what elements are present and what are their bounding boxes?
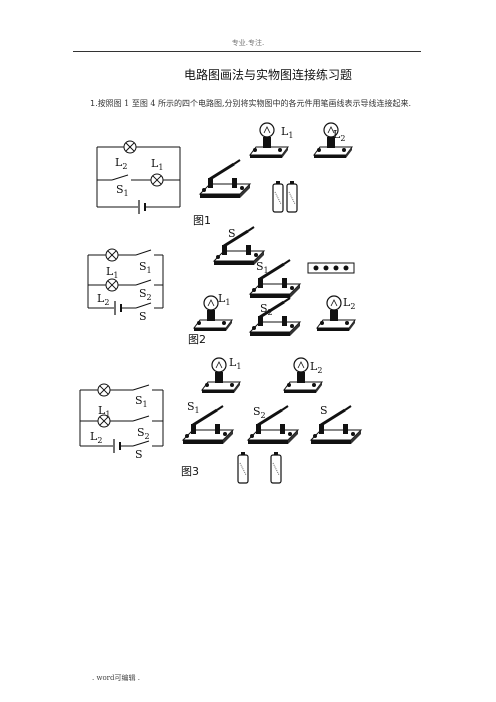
fig3-obj-label-l2: L2 [310, 360, 322, 375]
instruction-paragraph: 1.按照图 1 至图 4 所示的四个电路图,分别将实物图中的各元件用笔画线表示导… [78, 92, 423, 116]
fig1-knife-switch [198, 158, 252, 200]
fig2-switch-s2 [248, 296, 302, 338]
fig1-obj-label-l1: L1 [281, 125, 293, 140]
figure-1-schematic [96, 146, 181, 214]
page-footer: . word可编辑 . [92, 674, 140, 682]
fig2-lamp-l2-symbol [105, 278, 119, 292]
header-divider [73, 51, 421, 52]
fig3-battery-2 [270, 451, 282, 484]
fig1-label-s1: S1 [116, 183, 129, 198]
fig3-label-s1: S1 [135, 394, 148, 409]
figure-3-schematic [79, 384, 164, 453]
fig3-label-s: S [135, 448, 143, 461]
fig2-obj-label-s: S [228, 227, 236, 240]
fig2-label-s2: S2 [139, 287, 152, 302]
fig3-label-l1: L1 [98, 404, 110, 419]
fig2-label-s: S [139, 310, 147, 323]
fig1-lamp-l2-symbol [123, 140, 137, 154]
fig1-label-l2: L2 [115, 156, 127, 171]
fig1-label-l1: L1 [151, 157, 163, 172]
fig2-obj-label-s2: S2 [260, 302, 273, 317]
fig1-battery-1 [272, 180, 284, 213]
fig2-caption: 图2 [188, 333, 206, 346]
fig2-obj-label-s1: S1 [256, 260, 269, 275]
fig3-obj-label-s: S [320, 404, 328, 417]
fig1-battery-2 [286, 180, 298, 213]
instruction-number: 1. [90, 99, 98, 108]
fig2-obj-label-l2: L2 [343, 296, 355, 311]
fig1-caption: 图1 [193, 214, 211, 227]
fig3-battery-1 [237, 451, 249, 484]
instruction-text: 按照图 1 至图 4 所示的四个电路图,分别将实物图中的各元件用笔画线表示导线连… [97, 99, 412, 108]
fig2-label-s1: S1 [139, 260, 152, 275]
fig2-lamp-l1-symbol [105, 248, 119, 262]
fig1-lamp-l1-symbol [150, 173, 164, 187]
fig1-obj-label-l2: L2 [333, 128, 345, 143]
fig2-battery-box [307, 262, 355, 274]
fig3-obj-label-s2: S2 [253, 405, 266, 420]
fig3-lamp-l1-symbol [97, 383, 111, 397]
figure-2-schematic [87, 249, 164, 315]
fig3-switch-s [309, 404, 363, 446]
fig3-label-l2: L2 [90, 430, 102, 445]
fig2-obj-label-l1: L1 [218, 292, 230, 307]
fig3-obj-label-s1: S1 [187, 400, 200, 415]
fig3-obj-label-l1: L1 [229, 356, 241, 371]
fig3-caption: 图3 [181, 465, 199, 478]
fig2-label-l1: L1 [106, 265, 118, 280]
fig3-label-s2: S2 [137, 426, 150, 441]
page-title: 电路图画法与实物图连接练习题 [183, 68, 352, 82]
page-header: 专业.专注. [231, 39, 265, 47]
fig2-label-l2: L2 [97, 292, 109, 307]
